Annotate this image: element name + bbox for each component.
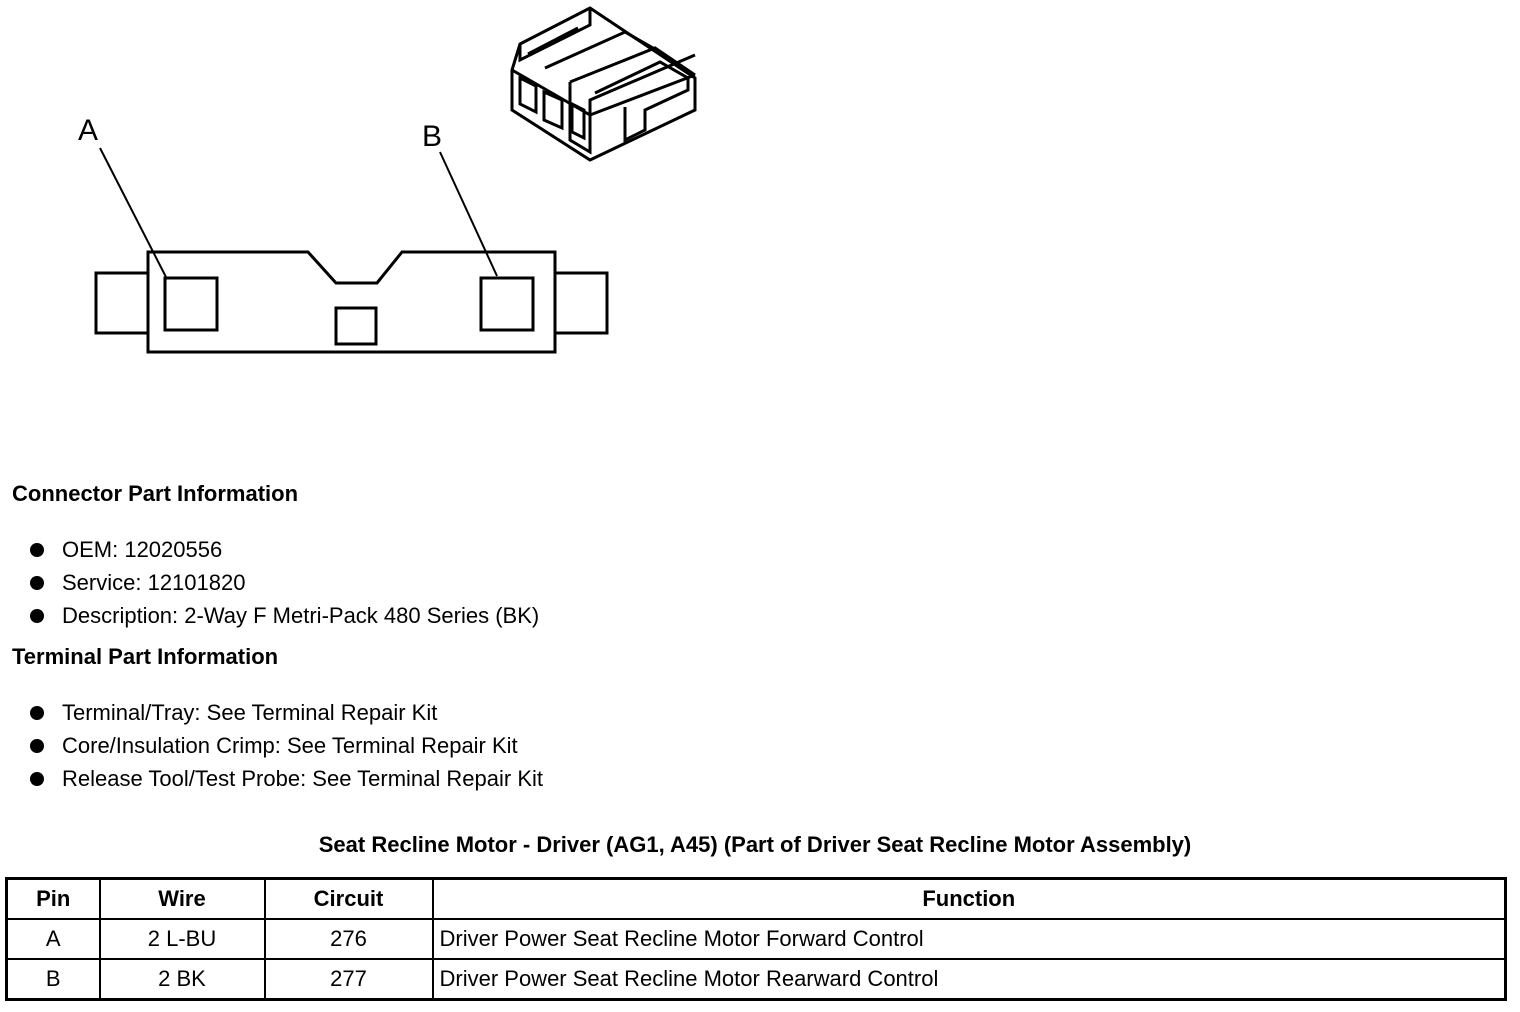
bullet-icon [30, 576, 44, 590]
leader-line-b [439, 151, 498, 277]
cell-wire: 2 L-BU [98, 918, 266, 960]
connector-info-list: OEM: 12020556 Service: 12101820 Descript… [28, 533, 539, 632]
column-header-pin: Pin [5, 877, 101, 920]
terminal-info-heading: Terminal Part Information [12, 644, 279, 669]
column-header-circuit: Circuit [263, 877, 434, 920]
bullet-icon [30, 609, 44, 623]
list-item-text: Release Tool/Test Probe: See Terminal Re… [62, 766, 543, 791]
cell-pin: A [5, 918, 101, 960]
connector-diagram: A B [78, 6, 697, 354]
list-item: Service: 12101820 [28, 566, 539, 599]
table-row: A 2 L-BU 276 Driver Power Seat Recline M… [5, 918, 1507, 960]
cell-circuit: 276 [263, 918, 434, 960]
pin-table-title: Seat Recline Motor - Driver (AG1, A45) (… [318, 832, 1192, 857]
polarizing-key [334, 306, 378, 346]
cell-function: Driver Power Seat Recline Motor Rearward… [431, 958, 1507, 1001]
cavity-a [163, 276, 219, 332]
list-item: OEM: 12020556 [28, 533, 539, 566]
list-item-text: Terminal/Tray: See Terminal Repair Kit [62, 700, 438, 725]
list-item: Core/Insulation Crimp: See Terminal Repa… [28, 729, 543, 762]
pin-table: Pin Wire Circuit Function A 2 L-BU 276 D… [5, 877, 1507, 1001]
list-item: Description: 2-Way F Metri-Pack 480 Seri… [28, 599, 539, 632]
terminal-info-list: Terminal/Tray: See Terminal Repair Kit C… [28, 696, 543, 795]
cell-pin: B [5, 958, 101, 1001]
table-header-row: Pin Wire Circuit Function [5, 877, 1507, 920]
cavity-b [479, 276, 535, 332]
list-item: Release Tool/Test Probe: See Terminal Re… [28, 762, 543, 795]
table-row: B 2 BK 277 Driver Power Seat Recline Mot… [5, 958, 1507, 1001]
list-item: Terminal/Tray: See Terminal Repair Kit [28, 696, 543, 729]
callout-a-label: A [78, 114, 98, 147]
connector-3d-icon [510, 6, 697, 162]
bullet-icon [30, 772, 44, 786]
bullet-icon [30, 739, 44, 753]
bullet-icon [30, 706, 44, 720]
column-header-function: Function [431, 877, 1507, 920]
list-item-text: Service: 12101820 [62, 570, 246, 595]
bullet-icon [30, 543, 44, 557]
cell-circuit: 277 [263, 958, 434, 1001]
leader-line-a [99, 147, 168, 280]
column-header-wire: Wire [98, 877, 266, 920]
connector-face [94, 250, 609, 354]
cell-function: Driver Power Seat Recline Motor Forward … [431, 918, 1507, 960]
list-item-text: OEM: 12020556 [62, 537, 223, 562]
cell-wire: 2 BK [98, 958, 266, 1001]
callout-b-label: B [422, 120, 442, 153]
list-item-text: Core/Insulation Crimp: See Terminal Repa… [62, 733, 518, 758]
connector-info-heading: Connector Part Information [12, 481, 299, 506]
list-item-text: Description: 2-Way F Metri-Pack 480 Seri… [62, 603, 540, 628]
